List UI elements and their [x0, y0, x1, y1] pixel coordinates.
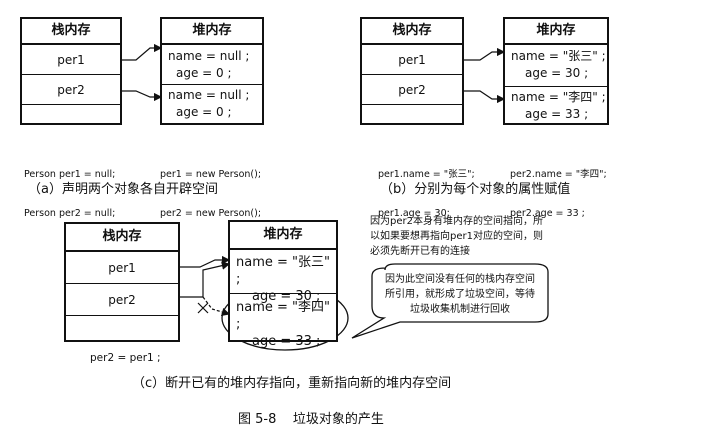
heap-object-2: name = null ; age = 0 ; — [162, 85, 262, 123]
heap-header: 堆内存 — [505, 19, 607, 45]
field-name: name = null ; — [168, 49, 250, 63]
note-line: 必须先断开已有的连接 — [370, 246, 470, 257]
note-top: 因为per2本身有堆内存的空间指向，所 以如果要想再指向per1对应的空间，则 … — [370, 214, 543, 259]
field-age: age = 33 ; — [525, 107, 589, 121]
field-age: age = 0 ; — [176, 66, 232, 80]
heap-header: 堆内存 — [230, 222, 336, 250]
caption-b: （b）分别为每个对象的属性赋值 — [380, 182, 571, 197]
arrow-a-per2 — [120, 90, 163, 102]
note-line: 因为此空间没有任何的栈内存空间 — [385, 274, 535, 285]
stack-cell-per2: per2 — [22, 75, 120, 105]
caption-a: （a）声明两个对象各自开辟空间 — [28, 182, 218, 197]
heap-header: 堆内存 — [162, 19, 262, 45]
field-name: name = "李四" ; — [511, 90, 606, 104]
note-line: 因为per2本身有堆内存的空间指向，所 — [370, 216, 543, 227]
stack-header: 栈内存 — [362, 19, 462, 45]
heap-object-1: name = "张三" ; age = 30 ; — [230, 250, 336, 304]
code-line: per2 = new Person(); — [160, 208, 262, 219]
code-a-left: Person per1 = null; Person per2 = null; — [24, 142, 115, 233]
field-age: age = 30 ; — [252, 289, 321, 304]
heap-object-1: name = null ; age = 0 ; — [162, 45, 262, 85]
field-age: age = 30 ; — [525, 66, 589, 80]
figure-caption: 图 5-8 垃圾对象的产生 — [238, 412, 384, 427]
arrow-c-per1 — [178, 255, 231, 268]
code-line: per2.age = 33 ; — [510, 208, 585, 219]
stack-cell-per2: per2 — [66, 284, 178, 316]
code-line: Person per1 = null; — [24, 169, 116, 180]
note-bubble: 因为此空间没有任何的栈内存空间 所引用，就形成了垃圾空间，等待 垃圾收集机制进行… — [380, 272, 540, 317]
code-line: per1.name = "张三"; — [378, 169, 475, 180]
field-name: name = null ; — [168, 88, 250, 102]
code-line: per2.name = "李四"; — [510, 169, 607, 180]
field-age: age = 33 ; — [252, 334, 321, 349]
stack-header: 栈内存 — [66, 224, 178, 252]
panel-a-heap: 堆内存 name = null ; age = 0 ; name = null … — [160, 17, 264, 125]
note-line: 垃圾收集机制进行回收 — [410, 304, 510, 315]
code-line: per1.age = 30; — [378, 208, 450, 219]
panel-c-stack: 栈内存 per1 per2 — [64, 222, 180, 342]
code-line: per1 = new Person(); — [160, 169, 262, 180]
code-b-right: per2.name = "李四"; per2.age = 33 ; — [510, 142, 607, 233]
field-name: name = "张三" ; — [236, 255, 330, 287]
arrow-a-per1 — [120, 43, 163, 61]
code-line: Person per2 = null; — [24, 208, 116, 219]
stack-cell-empty — [66, 316, 178, 340]
note-line: 所引用，就形成了垃圾空间，等待 — [385, 289, 535, 300]
stack-cell-per1: per1 — [66, 252, 178, 284]
stack-cell-per2: per2 — [362, 75, 462, 105]
code-c: per2 = per1 ; — [90, 352, 161, 364]
field-age: age = 0 ; — [176, 105, 232, 119]
caption-c: （c）断开已有的堆内存指向，重新指向新的堆内存空间 — [132, 376, 452, 391]
stack-cell-empty — [362, 105, 462, 123]
stack-header: 栈内存 — [22, 19, 120, 45]
arrow-c-per2 — [178, 261, 231, 298]
note-line: 以如果要想再指向per1对应的空间，则 — [370, 231, 543, 242]
stack-cell-per1: per1 — [22, 45, 120, 75]
panel-b-stack: 栈内存 per1 per2 — [360, 17, 464, 125]
panel-b-heap: 堆内存 name = "张三" ; age = 30 ; name = "李四"… — [503, 17, 609, 125]
heap-object-1: name = "张三" ; age = 30 ; — [505, 45, 607, 87]
code-a-right: per1 = new Person(); per2 = new Person()… — [160, 142, 261, 233]
stack-cell-per1: per1 — [362, 45, 462, 75]
break-mark — [197, 302, 209, 314]
heap-object-2-garbage: name = "李四" ; age = 33 ; — [230, 294, 336, 349]
panel-c-heap: 堆内存 name = "张三" ; age = 30 ; name = "李四"… — [228, 220, 338, 349]
code-b-left: per1.name = "张三"; per1.age = 30; — [378, 142, 475, 233]
heap-object-2: name = "李四" ; age = 33 ; — [505, 87, 607, 123]
arrow-b-per2 — [462, 90, 506, 104]
arrow-b-per1 — [462, 47, 506, 61]
speech-bubble — [351, 263, 549, 339]
field-name: name = "李四" ; — [236, 300, 330, 332]
panel-a-stack: 栈内存 per1 per2 — [20, 17, 122, 125]
field-name: name = "张三" ; — [511, 49, 606, 63]
stack-cell-empty — [22, 105, 120, 123]
